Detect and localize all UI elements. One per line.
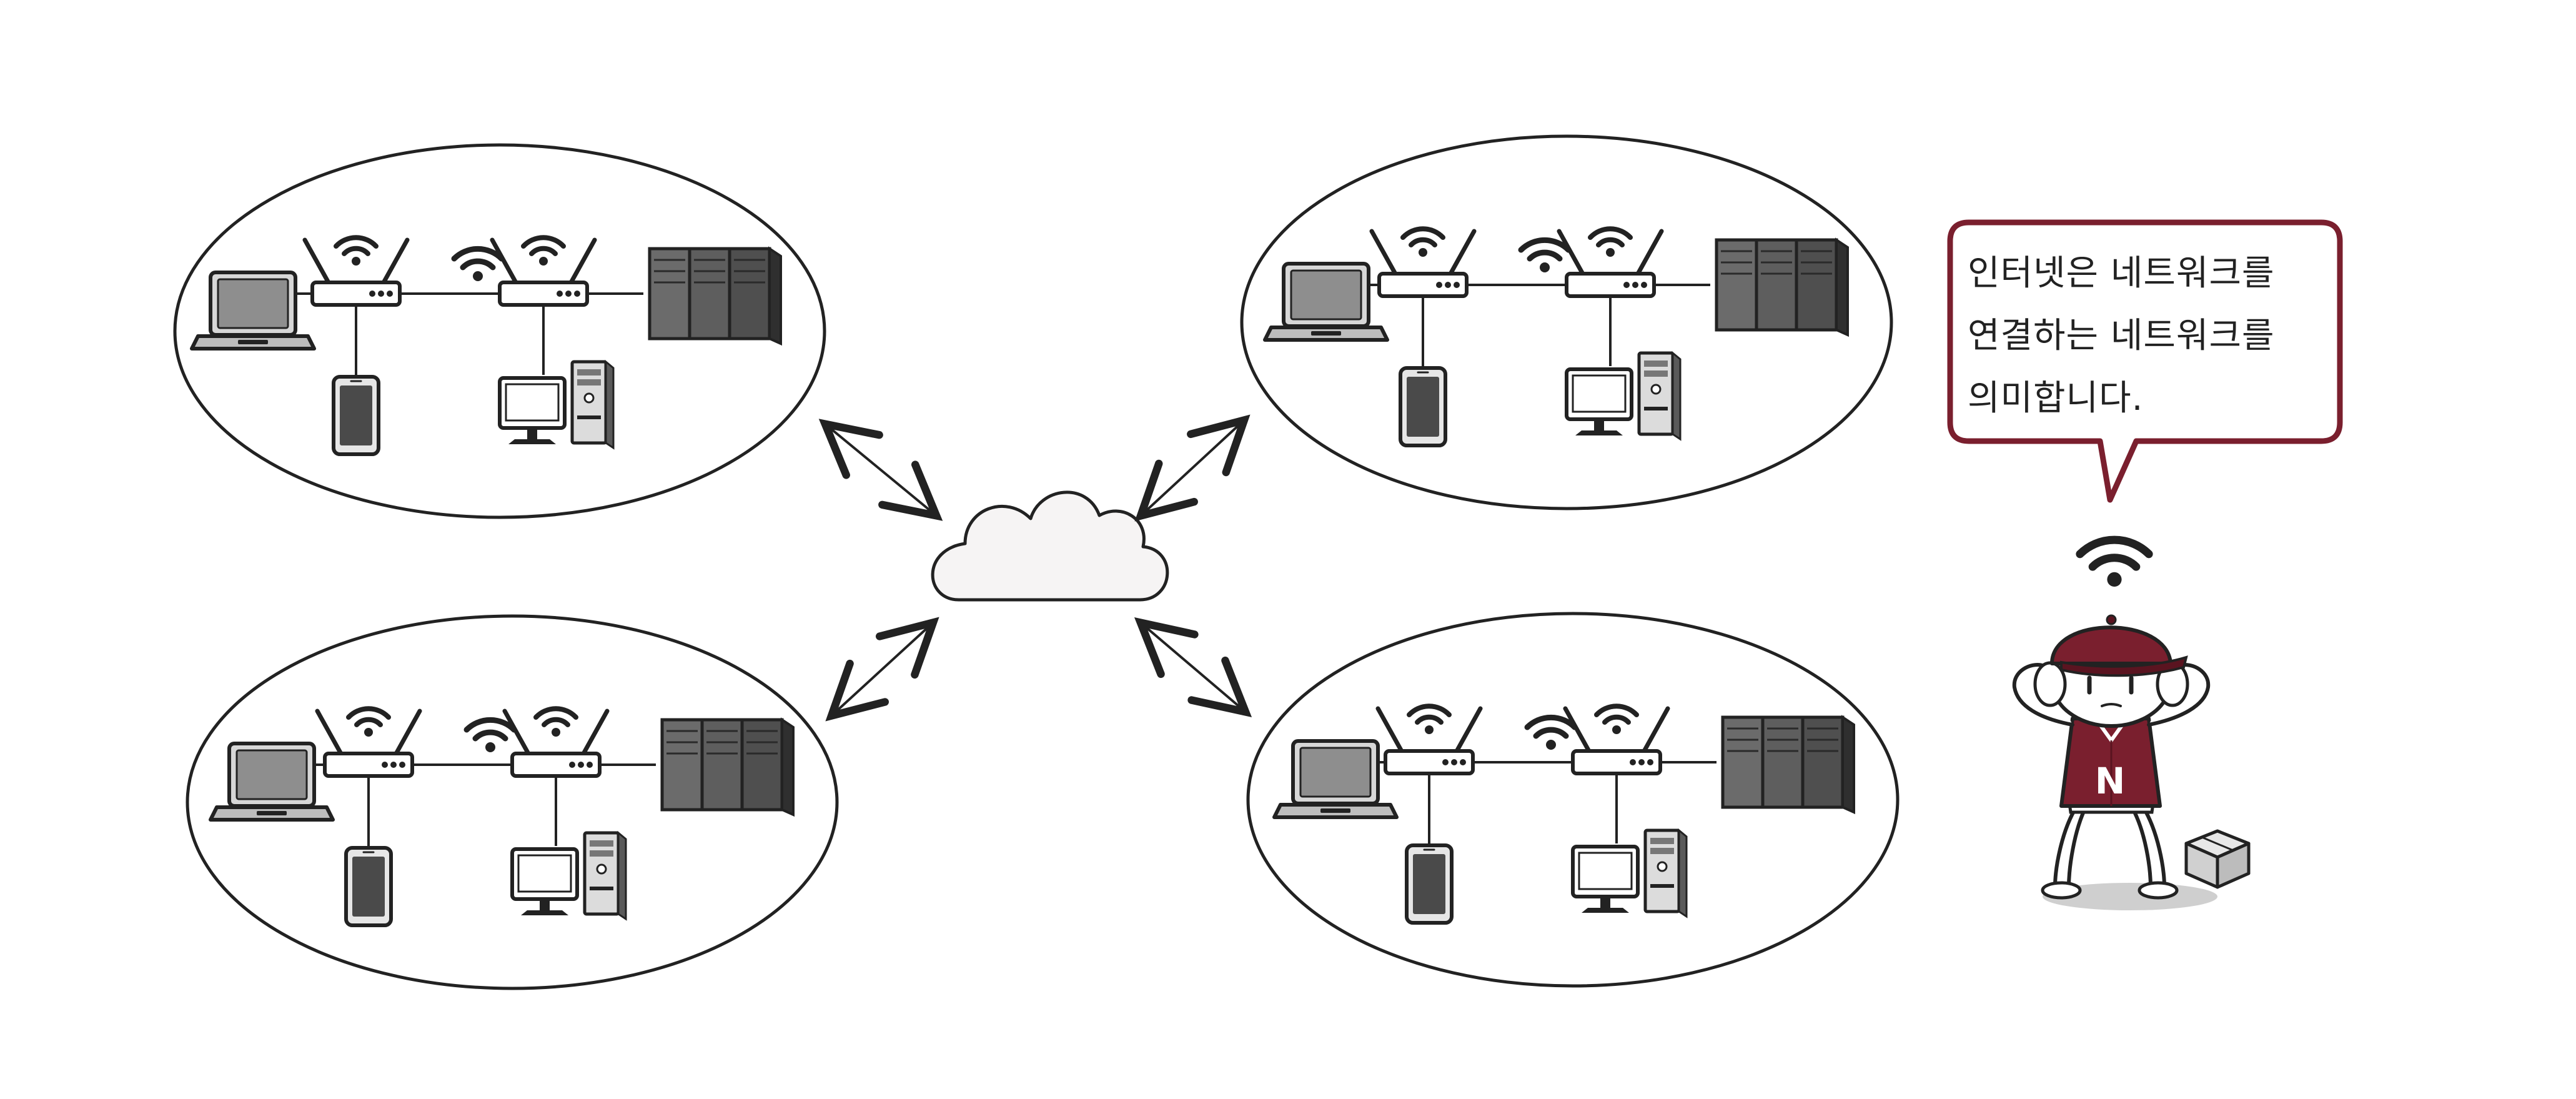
network-bubble-top-right bbox=[1242, 136, 1891, 509]
smartphone-icon bbox=[334, 377, 379, 454]
speech-bubble-line-3: 의미합니다. bbox=[1968, 378, 2144, 419]
speech-bubble-line-1: 인터넷은 네트워크를 bbox=[1968, 253, 2275, 294]
smartphone-icon bbox=[346, 848, 391, 925]
laptop-icon bbox=[211, 743, 333, 820]
server-rack-icon bbox=[662, 720, 793, 815]
network-bubble-bottom-left bbox=[187, 616, 837, 988]
laptop-icon bbox=[192, 272, 314, 349]
cloud-icon bbox=[931, 490, 1169, 602]
mascot-shirt-letter: N bbox=[2095, 760, 2126, 802]
box-icon bbox=[2184, 829, 2251, 889]
speech-bubble-text: 인터넷은 네트워크를 연결하는 네트워크를 의미합니다. bbox=[1968, 242, 2336, 430]
server-rack-icon bbox=[1717, 240, 1848, 335]
server-rack-icon bbox=[650, 249, 781, 344]
arrow-bottom-left bbox=[825, 617, 939, 722]
speech-bubble bbox=[1947, 219, 2343, 503]
mascot-cap bbox=[2050, 625, 2172, 665]
laptop-icon bbox=[1274, 741, 1397, 817]
server-rack-icon bbox=[1723, 717, 1854, 812]
connection-arrows bbox=[818, 414, 1252, 722]
arrow-top-right bbox=[1134, 414, 1251, 522]
smartphone-icon bbox=[1400, 368, 1445, 445]
speech-bubble-line-2: 연결하는 네트워크를 bbox=[1968, 316, 2275, 356]
arrow-top-left bbox=[818, 419, 943, 521]
network-bubble-top-left bbox=[175, 145, 825, 517]
arrow-bottom-right bbox=[1134, 617, 1252, 717]
mascot: N bbox=[2012, 540, 2217, 910]
wifi-icon bbox=[2080, 540, 2149, 587]
network-bubble-bottom-right bbox=[1248, 614, 1898, 986]
laptop-icon bbox=[1265, 264, 1387, 340]
smartphone-icon bbox=[1407, 845, 1452, 923]
